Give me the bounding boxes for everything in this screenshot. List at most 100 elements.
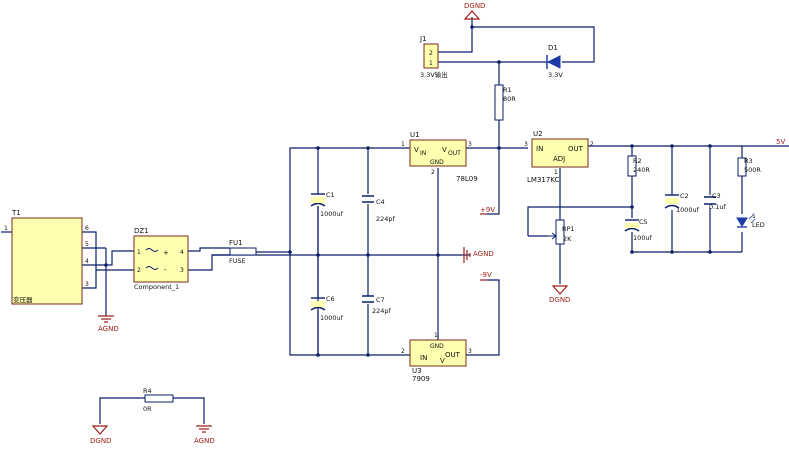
capacitor-c3[interactable]: C3 0.1uf — [704, 192, 726, 211]
junctions — [104, 25, 712, 357]
j1-pin-2: 2 — [429, 50, 433, 57]
u1-pin-3: 3 — [468, 141, 472, 148]
r4-value: 0R — [143, 405, 152, 413]
j1-name: 3.3V输出 — [420, 70, 448, 79]
fu1-ref: FU1 — [229, 239, 243, 247]
dgnd-symbol-rp1: DGND — [549, 285, 570, 304]
c6-ref: C6 — [326, 295, 335, 303]
transformer-t1[interactable]: T1 变压器 1 6 5 4 3 — [4, 209, 89, 305]
wires — [1, 17, 789, 424]
minus9v-label: -9V — [480, 271, 492, 279]
agnd-label-t1: AGND — [98, 325, 119, 333]
resistor-r2[interactable]: R2 240R — [627, 155, 650, 177]
c4-ref: C4 — [376, 198, 385, 206]
regulator-u2[interactable]: U2 IN OUT ADJ 3 2 1 LM317KC — [524, 130, 594, 184]
resistor-r4[interactable]: R4 0R — [143, 387, 174, 413]
dz1-pin-4: 4 — [180, 249, 184, 256]
c5-ref: C5 — [639, 218, 648, 226]
u1-ref: U1 — [410, 131, 420, 139]
dz1-minus: - — [164, 266, 167, 274]
dgnd-label-r4: DGND — [90, 437, 111, 445]
u2-in: IN — [536, 145, 543, 153]
net-minus9v: -9V — [480, 271, 492, 281]
resistor-r3[interactable]: R3 500R — [737, 157, 761, 177]
j1-ref: J1 — [419, 35, 427, 43]
c1-value: 1000uf — [320, 210, 344, 218]
u3-out: OUT — [445, 351, 461, 359]
c2-ref: C2 — [680, 192, 689, 200]
agnd-symbol-mid: AGND — [463, 247, 494, 263]
u2-pin-2: 2 — [590, 141, 594, 148]
capacitor-c1[interactable]: C1 1000uf — [310, 191, 344, 218]
u2-pin-1: 1 — [554, 169, 558, 176]
dz1-plus: + — [163, 249, 169, 257]
u2-out: OUT — [568, 145, 584, 153]
dgnd-label-top: DGND — [464, 2, 485, 10]
fu1-name: FUSE — [229, 257, 246, 265]
led-pin: 1 — [752, 213, 756, 220]
r4-ref: R4 — [143, 387, 152, 395]
t1-name: 变压器 — [13, 295, 33, 304]
u1-vin: V — [414, 146, 419, 154]
bridge-dz1[interactable]: DZ1 Component_1 1 2 3 4 + - — [133, 227, 189, 291]
regulator-u3[interactable]: GND IN OUT V 2 3 1 U3 7909 — [401, 332, 472, 383]
c3-ref: C3 — [712, 192, 721, 200]
r1-value: 80R — [503, 95, 516, 103]
v5-label: 5V — [776, 138, 785, 146]
agnd-label-r4: AGND — [194, 437, 215, 445]
capacitor-c7[interactable]: C7 224pf — [362, 295, 392, 315]
j1-pin-1: 1 — [429, 60, 433, 67]
net-plus9v: +9V — [480, 206, 495, 215]
capacitor-c2[interactable]: C2 1000uf — [664, 192, 700, 214]
agnd-symbol-r4: AGND — [194, 425, 215, 445]
regulator-u1[interactable]: U1 V IN V OUT GND 1 3 2 78L09 — [401, 131, 478, 183]
fuse-fu1[interactable]: FU1 FUSE — [229, 239, 257, 265]
led-indicator[interactable]: 1 LED — [736, 213, 765, 229]
dgnd-symbol-top: DGND — [463, 2, 485, 20]
c7-value: 224pf — [372, 307, 392, 315]
t1-pin-3: 3 — [85, 281, 89, 288]
t1-pin-5: 5 — [85, 241, 89, 248]
dz1-ref: DZ1 — [134, 227, 149, 235]
c2-value: 1000uf — [676, 206, 700, 214]
dgnd-label-rp1: DGND — [549, 296, 570, 304]
dz1-pin-3: 3 — [180, 267, 184, 274]
potentiometer-rp1[interactable]: RP1 2K — [548, 219, 575, 245]
c7-ref: C7 — [376, 296, 385, 304]
resistor-r1[interactable]: R1 80R — [494, 84, 516, 121]
u1-vout-sub: OUT — [448, 150, 461, 157]
plus9v-label: +9V — [480, 206, 495, 214]
u3-pin-3: 3 — [468, 348, 472, 355]
net-5v: 5V — [776, 138, 785, 146]
u1-vin-sub: IN — [420, 150, 426, 157]
capacitor-c6[interactable]: C6 1000uf — [310, 295, 344, 322]
u2-ref: U2 — [533, 130, 543, 138]
r3-value: 500R — [744, 166, 761, 174]
capacitor-c5[interactable]: C5 100uf — [624, 218, 653, 242]
u2-name: LM317KC — [527, 176, 560, 184]
t1-pin-1: 1 — [4, 225, 8, 232]
u1-gnd: GND — [430, 159, 444, 166]
diode-d1[interactable]: D1 3.3V — [546, 44, 563, 79]
rp1-value: 2K — [563, 235, 572, 243]
u1-pin-2: 2 — [431, 169, 435, 176]
dgnd-symbol-r4: DGND — [90, 425, 111, 445]
u3-in: IN — [420, 354, 427, 362]
u1-name: 78L09 — [456, 175, 478, 183]
d1-name: 3.3V — [548, 71, 563, 79]
u2-pin-3: 3 — [524, 141, 528, 148]
t1-ref: T1 — [11, 209, 21, 217]
d1-ref: D1 — [548, 44, 558, 52]
t1-pin-6: 6 — [85, 225, 89, 232]
connector-j1[interactable]: J1 2 1 3.3V输出 — [419, 35, 448, 79]
u3-pin-2: 2 — [401, 348, 405, 355]
u3-gnd: GND — [430, 343, 444, 350]
r2-value: 240R — [633, 166, 650, 174]
u3-ref: U3 — [412, 367, 422, 375]
c5-value: 100uf — [633, 234, 653, 242]
capacitor-c4[interactable]: C4 224pf — [362, 195, 396, 223]
u1-pin-1: 1 — [401, 141, 405, 148]
c6-value: 1000uf — [320, 314, 344, 322]
